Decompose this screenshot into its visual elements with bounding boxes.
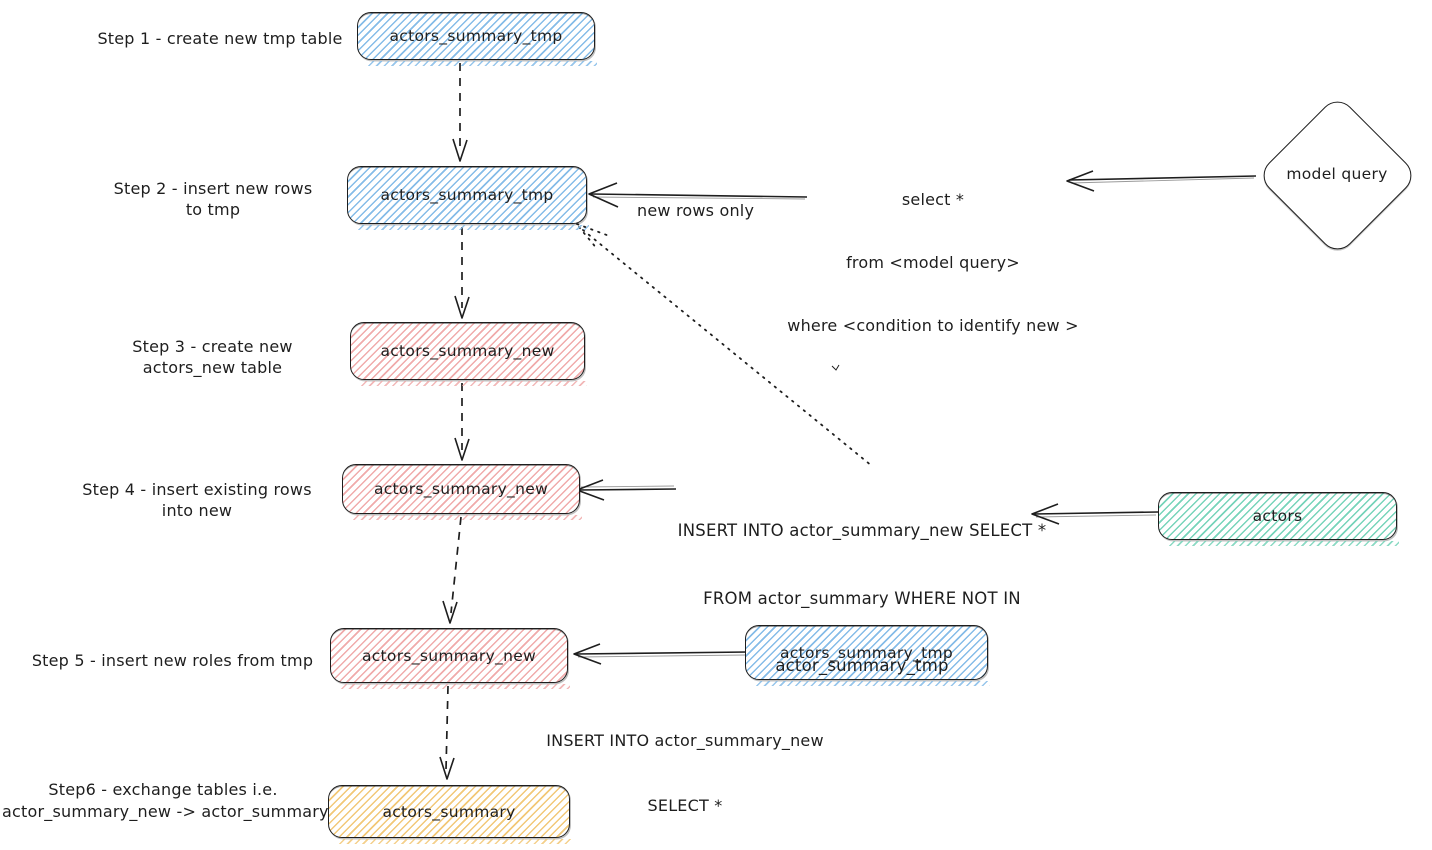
annotation-insert-where-not-in: INSERT INTO actor_summary_new SELECT * F…: [677, 521, 1047, 675]
step-5-label: Step 5 - insert new roles from tmp: [31, 651, 314, 670]
node-label: actors_summary: [382, 802, 516, 821]
node-actors-summary-final: actors_summary: [328, 785, 572, 844]
arrow-step4-to-step5: [442, 516, 462, 624]
node-actors-summary-tmp-step1: actors_summary_tmp: [357, 12, 597, 66]
arrow-actors-to-insert: [1031, 503, 1159, 525]
arrow-dotted-insert-to-step2: [576, 223, 873, 467]
node-actors-summary-tmp-source: actors_summary_tmp: [745, 625, 990, 686]
node-label: actors_summary_new: [361, 646, 537, 665]
node-label: actors_summary_tmp: [380, 186, 554, 204]
node-label: actors_summary_tmp: [779, 643, 954, 662]
arrow-query-to-step2: [588, 182, 808, 208]
arrow-step1-to-step2: [452, 63, 468, 162]
node-actors-source: actors: [1158, 492, 1399, 546]
step-1-label: Step 1 - create new tmp table: [97, 29, 343, 48]
step-6-label: Step6 - exchange tables i.e.actor_summar…: [2, 780, 329, 821]
node-actors-summary-new-step5: actors_summary_new: [330, 628, 570, 689]
arrow-step2-to-step3: [454, 227, 470, 319]
annotation-insert-from-tmp: INSERT INTO actor_summary_new SELECT * F…: [546, 731, 824, 815]
node-label: actors_summary_new: [380, 342, 555, 360]
arrow-step3-to-step4: [454, 383, 470, 461]
arrow-step5-to-step6: [439, 685, 455, 780]
node-actors-summary-tmp-step2: actors_summary_tmp: [347, 166, 589, 230]
node-label: actors_summary_tmp: [389, 27, 563, 45]
annotation-new-rows-only: new rows only: [637, 201, 755, 220]
arrow-model-query-to-select: [1066, 170, 1257, 192]
arrow-insert-to-step4: [576, 479, 677, 501]
node-label: actors: [1252, 507, 1303, 525]
node-model-query-label: model query: [1286, 165, 1388, 183]
arrow-tmp-to-step5: [573, 643, 749, 665]
stray-mark: [831, 364, 840, 371]
node-actors-summary-new-step3: actors_summary_new: [350, 322, 587, 386]
node-label: actors_summary_new: [373, 480, 549, 498]
node-actors-summary-new-step4: actors_summary_new: [342, 464, 582, 520]
annotation-select-query: select * from <model query> where <condi…: [787, 190, 1079, 335]
